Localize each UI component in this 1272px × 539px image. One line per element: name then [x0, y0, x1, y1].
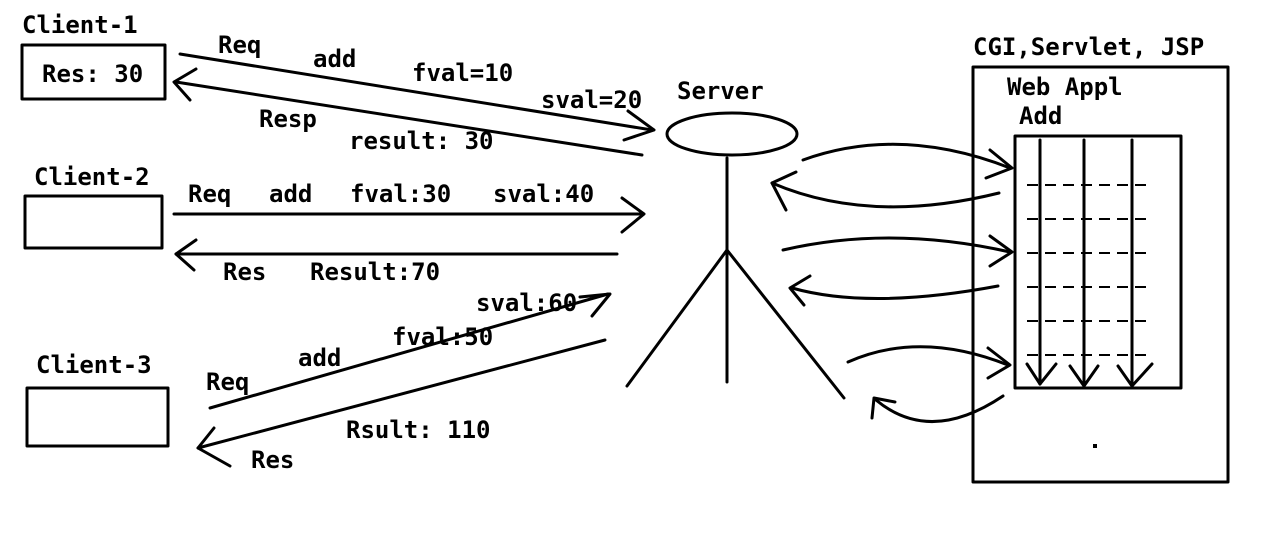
- container-title: CGI,Servlet, JSP: [973, 33, 1204, 61]
- client-1-box-text: Res: 30: [42, 60, 143, 88]
- client-2-request-arrow: [172, 196, 646, 234]
- client-3-fval-label: fval:50: [392, 323, 493, 351]
- client-1-fval-label: fval=10: [412, 59, 513, 87]
- client-1: Client-1 Res: 30: [20, 11, 167, 101]
- client-3: Client-3: [25, 351, 170, 448]
- server-right-leg: [725, 248, 846, 400]
- client-3-req-label: Req: [206, 368, 249, 396]
- app-to-server-arrow-1: [770, 170, 1001, 212]
- thread-arrowhead: [1068, 364, 1100, 388]
- server-label: Server: [677, 77, 764, 105]
- client-2-label: Client-2: [34, 163, 150, 191]
- client-2-response-arrow: [174, 238, 619, 272]
- server-to-app-arrow-3: [846, 345, 1012, 380]
- client-1-sval-label: sval=20: [541, 86, 642, 114]
- request-threads: [1025, 138, 1154, 388]
- client-2-resp-label: Res: [223, 258, 266, 286]
- client-3-op-label: add: [298, 344, 341, 372]
- client-1-request-arrow: [178, 52, 656, 142]
- client-2-fval-label: fval:30: [350, 180, 451, 208]
- app-to-server-arrow-2: [788, 274, 1000, 307]
- client-2: Client-2: [23, 163, 164, 250]
- client-2-req-label: Req: [188, 180, 231, 208]
- client-2-result-label: Result:70: [310, 258, 440, 286]
- client-1-result-label: result: 30: [349, 127, 494, 155]
- server-head: [665, 111, 799, 157]
- container-box: [971, 65, 1230, 484]
- stray-dot: [1093, 444, 1097, 448]
- client-1-op-label: add: [313, 45, 356, 73]
- client-1-req-label: Req: [218, 31, 261, 59]
- server-to-app-arrow-2: [781, 234, 1014, 268]
- client-2-box: [23, 194, 164, 250]
- thread-arrowhead: [1116, 362, 1154, 388]
- web-app-box: [1013, 134, 1183, 390]
- client-3-label: Client-3: [36, 351, 152, 379]
- client-2-sval-label: sval:40: [493, 180, 594, 208]
- client-1-label: Client-1: [22, 11, 138, 39]
- server-to-app-arrow-1: [801, 142, 1014, 180]
- web-container: CGI,Servlet, JSP Web Appl Add: [971, 33, 1230, 484]
- thread-arrowhead: [1025, 362, 1058, 386]
- client-1-response-arrow: [172, 67, 644, 157]
- client-3-request-arrow: [208, 292, 612, 410]
- client-2-op-label: add: [269, 180, 312, 208]
- client-3-resp-label: Res: [251, 446, 294, 474]
- client-1-resp-label: Resp: [259, 105, 317, 133]
- client-1-box: [20, 43, 167, 101]
- client-3-result-label: Rsult: 110: [346, 416, 491, 444]
- web-app-label: Web Appl: [1007, 73, 1123, 101]
- app-to-server-arrow-3: [870, 394, 1005, 424]
- client-3-response-arrow: [196, 338, 607, 468]
- client-3-box: [25, 386, 170, 448]
- server-figure: Server: [625, 77, 846, 400]
- web-app-name: Add: [1019, 102, 1062, 130]
- server-left-leg: [625, 248, 729, 388]
- client-3-sval-label: sval:60: [476, 289, 577, 317]
